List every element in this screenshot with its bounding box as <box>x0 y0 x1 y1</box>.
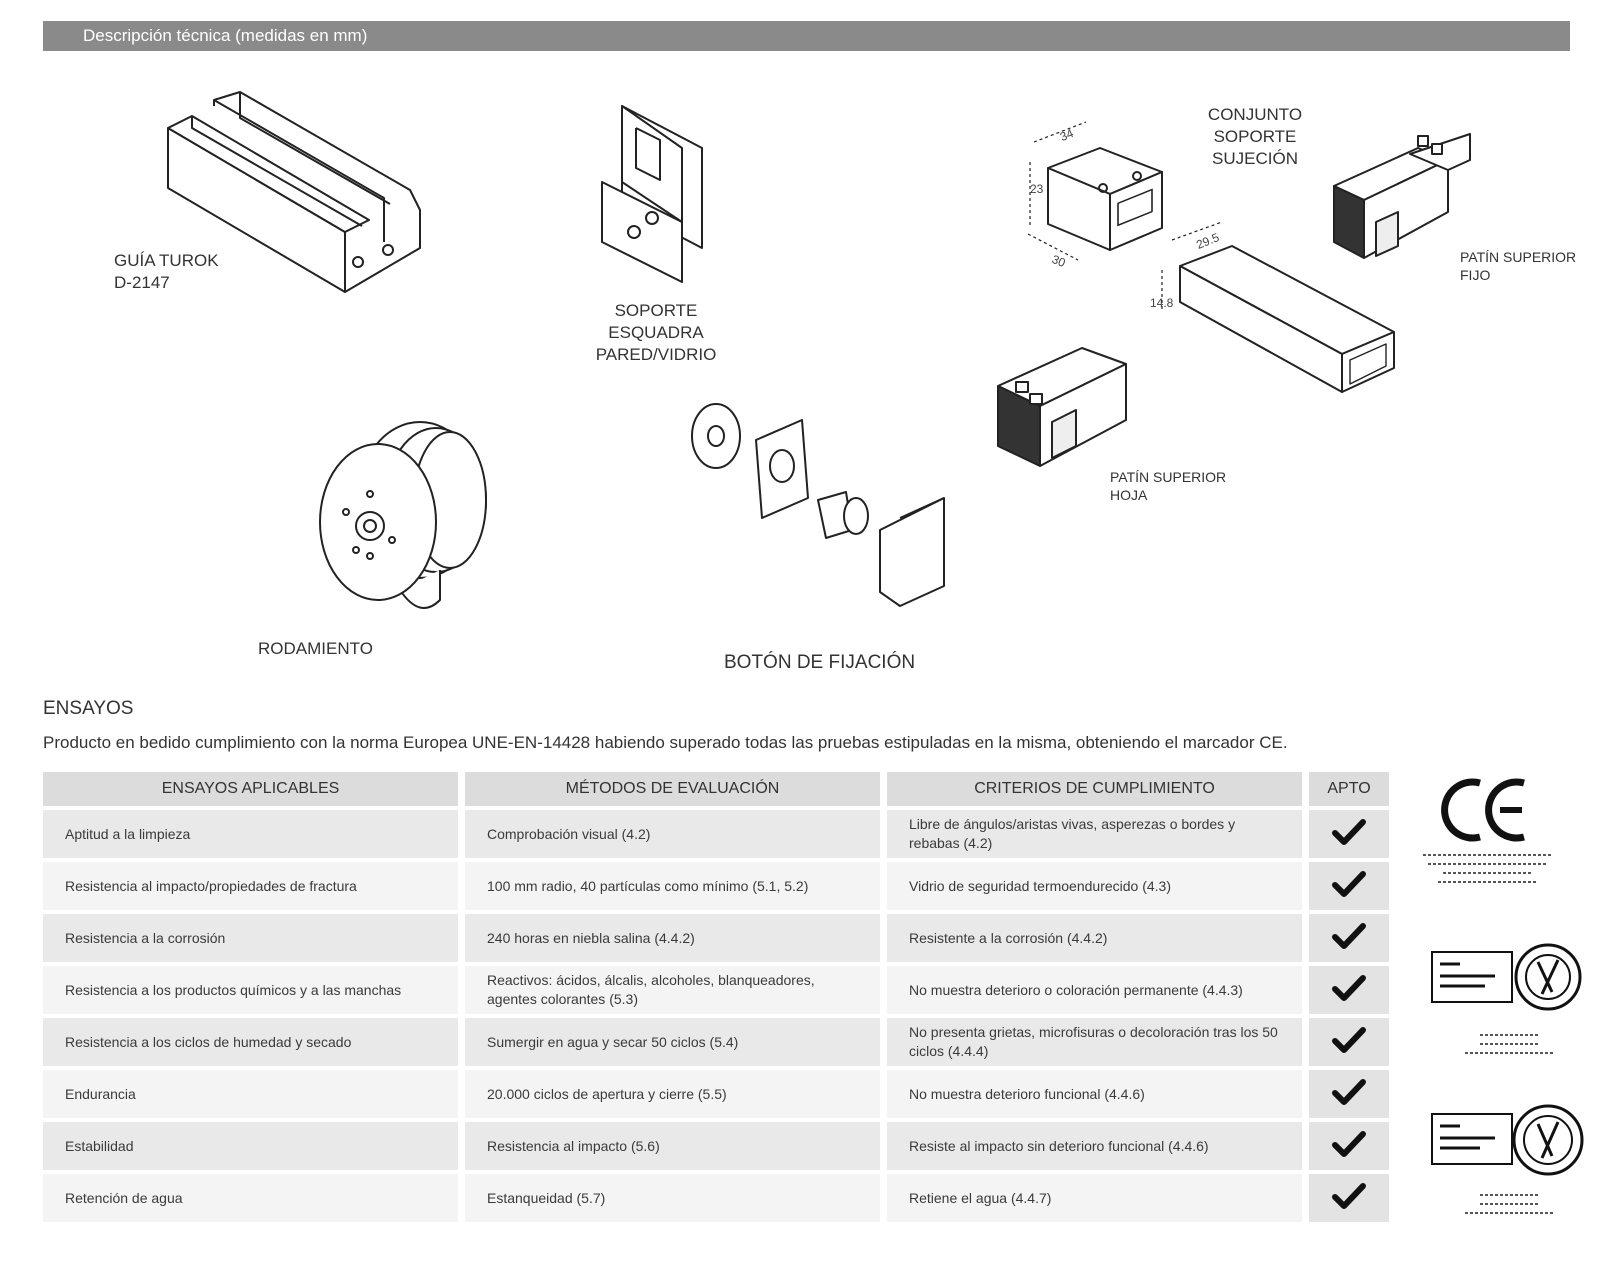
cell-method: 240 horas en niebla salina (4.4.2) <box>465 914 880 962</box>
col-header: CRITERIOS DE CUMPLIMIENTO <box>887 772 1302 806</box>
table-row: Resistencia a los productos químicos y a… <box>43 966 1389 1014</box>
cell-apto <box>1309 966 1389 1014</box>
checkmark-icon <box>1332 1130 1366 1157</box>
ce-mark-icon <box>1440 775 1530 850</box>
cell-apto <box>1309 1122 1389 1170</box>
cell-test: Aptitud a la limpieza <box>43 810 458 858</box>
label-patin-hoja: PATÍN SUPERIOR HOJA <box>1110 469 1227 503</box>
cell-method: Resistencia al impacto (5.6) <box>465 1122 880 1170</box>
cell-method: 100 mm radio, 40 partículas como mínimo … <box>465 862 880 910</box>
ensayos-intro: Producto en bedido cumplimiento con la n… <box>43 733 1288 752</box>
section-header: Descripción técnica (medidas en mm) <box>43 21 1570 51</box>
cell-apto <box>1309 810 1389 858</box>
cell-method: Estanqueidad (5.7) <box>465 1174 880 1222</box>
cell-test: Resistencia a los productos químicos y a… <box>43 966 458 1014</box>
guia-profile-drawing <box>167 91 421 293</box>
checkmark-icon <box>1332 1026 1366 1053</box>
cell-test: Retención de agua <box>43 1174 458 1222</box>
cell-apto <box>1309 1018 1389 1066</box>
checkmark-icon <box>1332 1078 1366 1105</box>
cell-criteria: No muestra deterioro o coloración perman… <box>887 966 1302 1014</box>
table-row: Resistencia al impacto/propiedades de fr… <box>43 862 1389 910</box>
ce-caption-lines <box>1423 854 1553 883</box>
col-header: MÉTODOS DE EVALUACIÓN <box>465 772 880 806</box>
label-soporte-esquadra: SOPORTE ESQUADRA PARED/VIDRIO <box>595 301 717 364</box>
rodamiento-drawing <box>319 421 487 609</box>
cell-test: Resistencia a los ciclos de humedad y se… <box>43 1018 458 1066</box>
boton-fijacion-drawing <box>691 403 945 607</box>
cell-method: 20.000 ciclos de apertura y cierre (5.5) <box>465 1070 880 1118</box>
iso-14001-caption <box>1465 1034 1555 1054</box>
ensayos-table: ENSAYOS APLICABLES MÉTODOS DE EVALUACIÓN… <box>36 768 1396 1226</box>
patin-hoja-drawing <box>997 347 1127 467</box>
cell-criteria: Resistente a la corrosión (4.4.2) <box>887 914 1302 962</box>
cell-test: Endurancia <box>43 1070 458 1118</box>
cell-apto <box>1309 1174 1389 1222</box>
cell-test: Resistencia al impacto/propiedades de fr… <box>43 862 458 910</box>
cell-test: Estabilidad <box>43 1122 458 1170</box>
label-rodamiento: RODAMIENTO <box>258 639 373 658</box>
cell-method: Reactivos: ácidos, álcalis, alcoholes, b… <box>465 966 880 1014</box>
label-boton: BOTÓN DE FIJACIÓN <box>724 652 916 673</box>
col-header: ENSAYOS APLICABLES <box>43 772 458 806</box>
cell-criteria: No muestra deterioro funcional (4.4.6) <box>887 1070 1302 1118</box>
checkmark-icon <box>1332 1182 1366 1209</box>
checkmark-icon <box>1332 922 1366 949</box>
cell-method: Comprobación visual (4.2) <box>465 810 880 858</box>
cell-method: Sumergir en agua y secar 50 ciclos (5.4) <box>465 1018 880 1066</box>
col-header: APTO <box>1309 772 1389 806</box>
conjunto-box-drawing <box>1027 121 1163 261</box>
cell-apto <box>1309 914 1389 962</box>
cell-criteria: Resiste al impacto sin deterioro funcion… <box>887 1122 1302 1170</box>
label-guia: GUÍA TUROK D-2147 <box>114 251 219 292</box>
ensayos-title: ENSAYOS <box>43 698 134 719</box>
checkmark-icon <box>1332 870 1366 897</box>
conjunto-tube-drawing <box>1161 221 1395 393</box>
iso-9001-seal-icon <box>1430 1100 1590 1185</box>
cell-criteria: Retiene el agua (4.4.7) <box>887 1174 1302 1222</box>
technical-drawings <box>167 91 1471 609</box>
patin-fijo-drawing <box>1333 133 1471 259</box>
cell-criteria: Libre de ángulos/aristas vivas, aspereza… <box>887 810 1302 858</box>
dim-23: 23 <box>1030 182 1044 196</box>
checkmark-icon <box>1332 974 1366 1001</box>
checkmark-icon <box>1332 818 1366 845</box>
soporte-esquadra-drawing <box>601 105 703 283</box>
cell-criteria: Vidrio de seguridad termoendurecido (4.3… <box>887 862 1302 910</box>
table-row: Resistencia a los ciclos de humedad y se… <box>43 1018 1389 1066</box>
cell-criteria: No presenta grietas, microfisuras o deco… <box>887 1018 1302 1066</box>
label-conjunto: CONJUNTO SOPORTE SUJECIÓN <box>1207 105 1303 168</box>
iso-9001-caption <box>1465 1194 1555 1214</box>
cell-apto <box>1309 862 1389 910</box>
table-header-row: ENSAYOS APLICABLES MÉTODOS DE EVALUACIÓN… <box>43 772 1389 806</box>
iso-14001-seal-icon <box>1430 942 1590 1017</box>
cell-apto <box>1309 1070 1389 1118</box>
label-patin-fijo: PATÍN SUPERIOR FIJO <box>1460 249 1577 283</box>
dim-14-8: 14.8 <box>1150 296 1174 310</box>
cell-test: Resistencia a la corrosión <box>43 914 458 962</box>
